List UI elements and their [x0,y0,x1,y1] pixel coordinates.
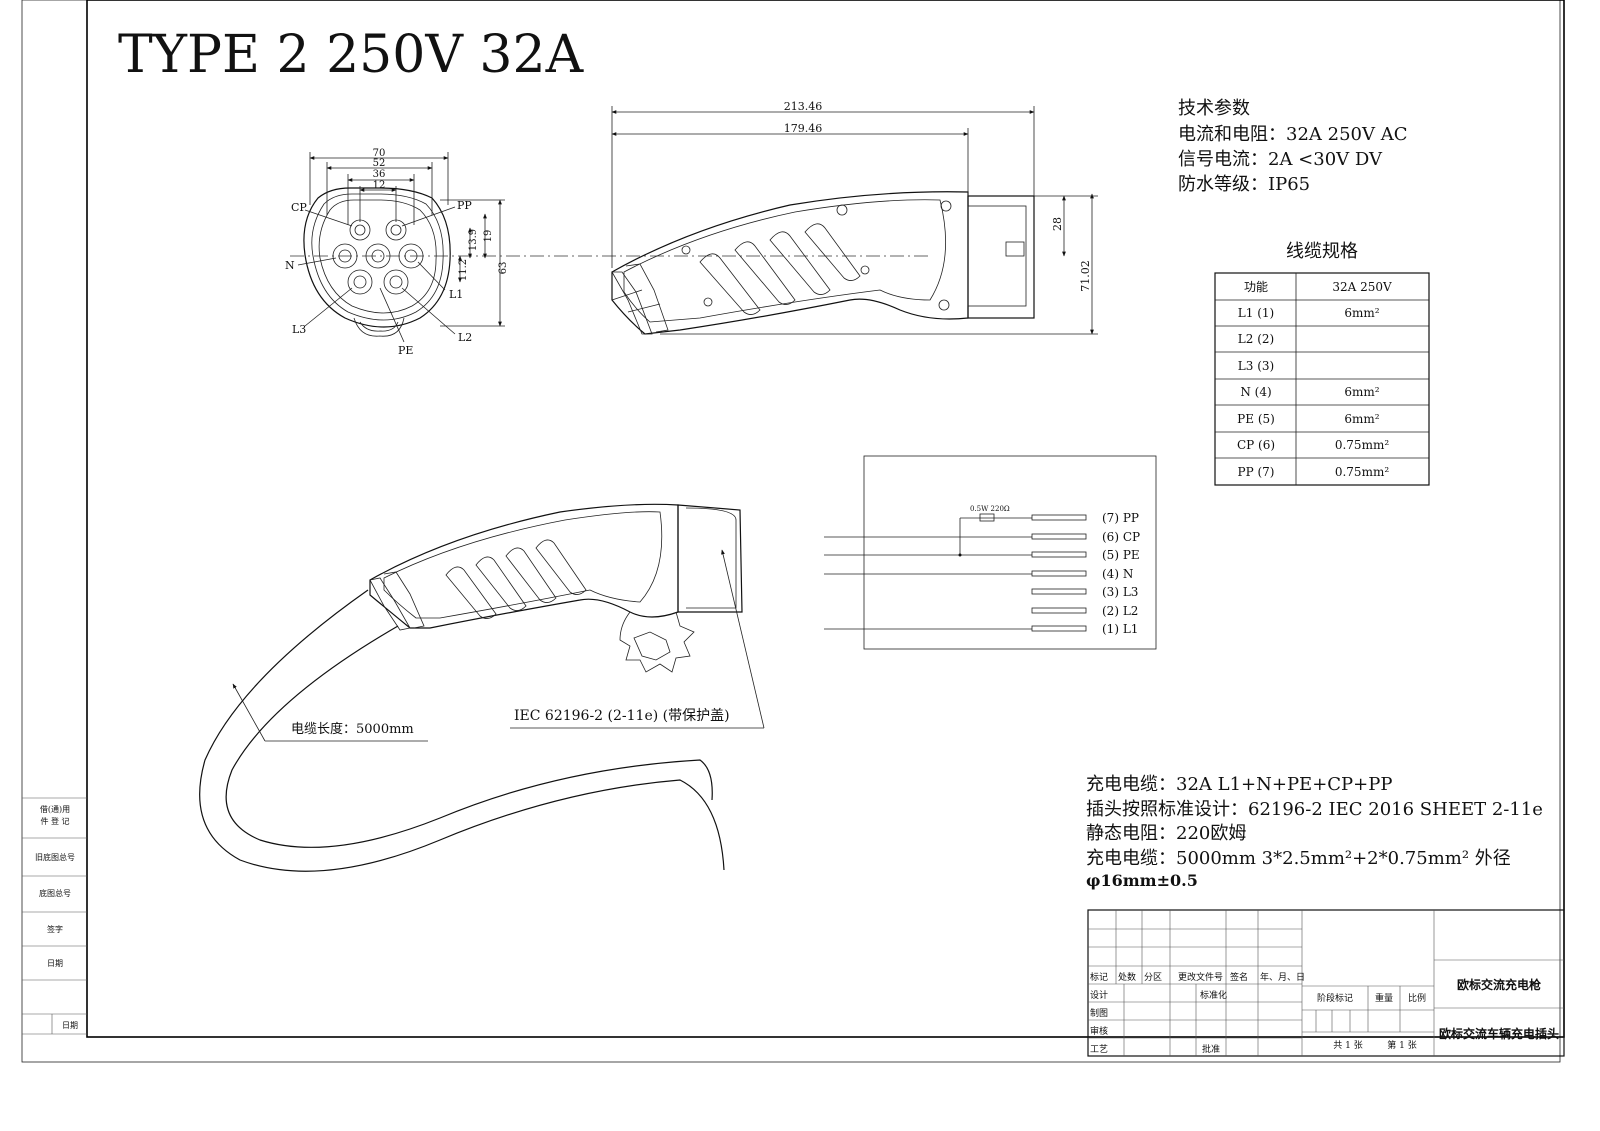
notes: 充电电缆：32A L1+N+PE+CP+PP 插头按照标准设计：62196-2 … [1086,774,1543,890]
cable-spec-val-pe: 6mm² [1344,412,1379,426]
left-strip-4: 底图总号 [39,888,71,898]
terminal-pp: (7) PP [1102,511,1139,525]
pin-label-l1: L1 [449,288,463,301]
pin-label-l2: L2 [458,331,472,344]
front-view: 70 52 36 12 13.9 19 11.2 63 CP PP N L1 L… [285,148,930,357]
tech-param-2: 信号电流：2A <30V DV [1178,149,1383,170]
tb-stage-mark: 阶段标记 [1317,992,1353,1004]
note-1: 充电电缆：32A L1+N+PE+CP+PP [1086,774,1392,795]
pin-label-pp: PP [457,199,472,212]
front-dim-12: 12 [373,180,386,191]
tb-count: 处数 [1118,971,1136,983]
cable-spec-table: 线缆规格 功能 32A 250V L1 (1) 6mm² L2 (2) L3 (… [1214,241,1430,486]
tb-mark: 标记 [1090,971,1108,983]
terminal-n: (4) N [1102,567,1133,581]
tb-weight: 重量 [1375,992,1393,1004]
front-dim-36: 36 [373,169,386,180]
cable-spec-header-rating: 32A 250V [1332,280,1392,294]
title-block: 标记 处数 分区 更改文件号 签名 年、月、日 设计 制图 审核 工艺 标准化 … [1087,909,1565,1057]
outer-frame [21,0,1561,1063]
front-dim-19: 19 [483,230,494,243]
cable-spec-func-pp: PP (7) [1238,465,1275,479]
resistor-label: 0.5W 220Ω [970,505,1010,513]
note-4: 充电电缆：5000mm 3*2.5mm²+2*0.75mm² 外径 [1086,848,1511,869]
side-dim-179: 179.46 [784,122,823,135]
perspective-view: 电缆长度：5000mm IEC 62196-2 (2-11e) (带保护盖) [199,503,765,872]
tb-standardization: 标准化 [1200,989,1227,1001]
tb-zone: 分区 [1144,972,1162,983]
terminal-cp: (6) CP [1102,530,1140,544]
tech-param-1: 电流和电阻：32A 250V AC [1178,124,1407,145]
side-dim-28: 28 [1051,217,1064,231]
front-dim-70: 70 [373,148,386,159]
tech-params: 技术参数 电流和电阻：32A 250V AC 信号电流：2A <30V DV 防… [1178,98,1407,195]
terminal-pe: (5) PE [1102,548,1140,562]
left-strip-3: 旧底图总号 [35,852,75,862]
cable-spec-func-n: N (4) [1240,385,1271,399]
cable-length-label: 电缆长度：5000mm [291,721,414,737]
side-dim-213: 213.46 [784,100,823,113]
front-dim-52: 52 [373,158,386,169]
pin-label-n: N [285,259,295,272]
side-view: 213.46 179.46 28 71.02 [611,100,1098,335]
front-dim-11-2: 11.2 [458,259,469,281]
cable-spec-val-cp: 0.75mm² [1335,438,1389,452]
tb-sign: 签名 [1230,971,1248,983]
cable-spec-val-l1: 6mm² [1344,306,1379,320]
left-strip: 借(通)用 件 登 记 旧底图总号 底图总号 签字 日期 日期 [22,797,87,1035]
tb-name-1: 欧标交流充电枪 [1457,977,1541,992]
note-5: φ16mm±0.5 [1086,871,1198,890]
pin-label-cp: CP [291,201,307,214]
front-dim-13-9: 13.9 [468,229,479,251]
standard-label: IEC 62196-2 (2-11e) (带保护盖) [514,708,730,724]
pin-label-l3: L3 [292,323,306,336]
wiring-diagram: 0.5W 220Ω (7) PP (6) CP (5) PE (4) N (3)… [824,455,1157,650]
tb-process: 工艺 [1090,1044,1108,1055]
terminal-l2: (2) L2 [1102,604,1138,618]
inner-frame [86,0,1565,1038]
cable-spec-header-func: 功能 [1244,280,1268,294]
cable-spec-val-pp: 0.75mm² [1335,465,1389,479]
cable-spec-func-cp: CP (6) [1237,438,1275,452]
cable-spec-func-l3: L3 (3) [1238,359,1274,373]
note-2: 插头按照标准设计：62196-2 IEC 2016 SHEET 2-11e [1086,799,1543,820]
tb-name-2: 欧标交流车辆充电插头 [1439,1026,1559,1041]
cable-spec-func-l1: L1 (1) [1238,306,1274,320]
cable-spec-func-pe: PE (5) [1237,412,1275,426]
cable-spec-val-n: 6mm² [1344,385,1379,399]
tb-drawing: 制图 [1090,1007,1108,1019]
side-dim-71: 71.02 [1079,260,1092,292]
tb-change-doc: 更改文件号 [1178,971,1223,983]
terminal-l1: (1) L1 [1102,622,1138,636]
tb-total-sheets: 共 1 张 [1333,1040,1362,1051]
tb-date: 年、月、日 [1260,971,1305,983]
tb-approve: 批准 [1202,1043,1220,1055]
tb-review: 审核 [1090,1025,1108,1037]
cable-spec-heading: 线缆规格 [1286,241,1358,262]
cable-spec-func-l2: L2 (2) [1238,332,1274,346]
left-strip-1: 借(通)用 [40,804,70,814]
left-strip-5: 签字 [47,924,63,934]
left-strip-7: 日期 [62,1021,78,1030]
left-strip-6: 日期 [47,959,63,968]
tech-params-heading: 技术参数 [1178,98,1250,119]
note-3: 静态电阻：220欧姆 [1086,823,1246,844]
drawing-title: TYPE 2 250V 32A [118,25,585,85]
terminal-l3: (3) L3 [1102,585,1138,599]
front-dim-63: 63 [498,262,509,275]
tb-scale: 比例 [1408,992,1426,1004]
tech-param-3: 防水等级：IP65 [1178,174,1310,195]
tb-sheet-no: 第 1 张 [1387,1039,1416,1051]
tb-design: 设计 [1090,989,1108,1001]
pin-label-pe: PE [398,344,413,357]
left-strip-2: 件 登 记 [40,816,69,826]
